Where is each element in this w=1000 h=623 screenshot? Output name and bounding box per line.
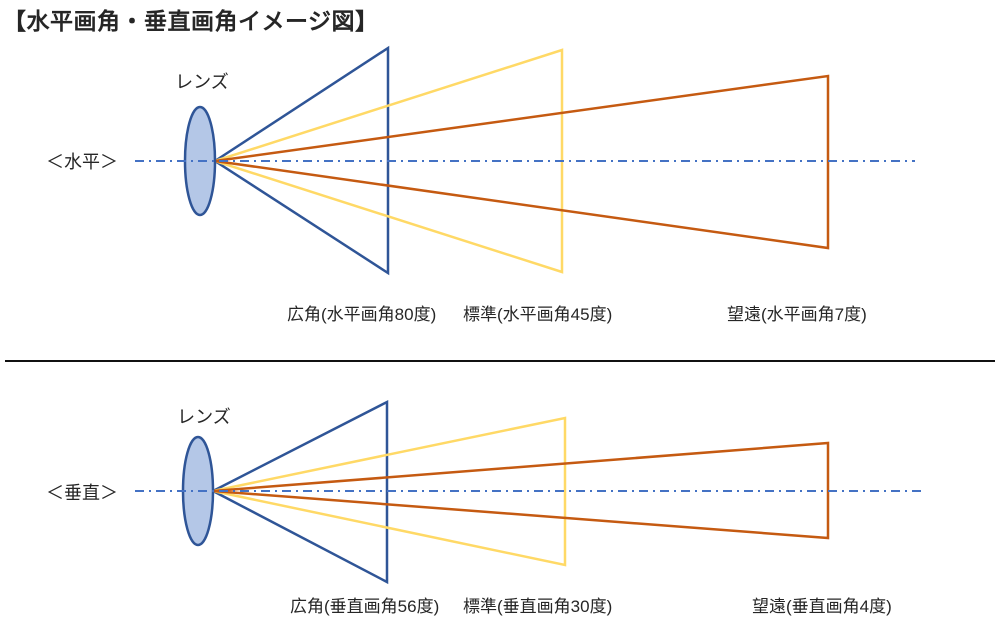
lens-label: レンズ	[175, 72, 229, 92]
figure-title: 【水平画角・垂直画角イメージ図】	[3, 8, 379, 34]
vertical-axis-label: ＜垂直＞	[46, 483, 118, 503]
lens-label: レンズ	[177, 407, 231, 427]
standard-angle-cone-vertical	[212, 416, 567, 567]
standard-angle-label-vertical: 標準(垂直画角30度)	[463, 597, 612, 616]
wide-angle-label-vertical: 広角(垂直画角56度)	[290, 597, 439, 616]
horizontal-axis-label: ＜水平＞	[46, 152, 118, 172]
horizontal-section: レンズ ＜水平＞ 広角(水平画角80度) 標準(水平画角45度) 望遠(水平画角…	[46, 45, 915, 324]
telephoto-angle-label-vertical: 望遠(垂直画角4度)	[752, 597, 892, 616]
standard-angle-label-horizontal: 標準(水平画角45度)	[463, 305, 612, 324]
wide-angle-label-horizontal: 広角(水平画角80度)	[287, 305, 436, 324]
vertical-section: レンズ ＜垂直＞ 広角(垂直画角56度) 標準(垂直画角30度) 望遠(垂直画角…	[46, 399, 922, 616]
telephoto-angle-label-horizontal: 望遠(水平画角7度)	[727, 305, 867, 324]
